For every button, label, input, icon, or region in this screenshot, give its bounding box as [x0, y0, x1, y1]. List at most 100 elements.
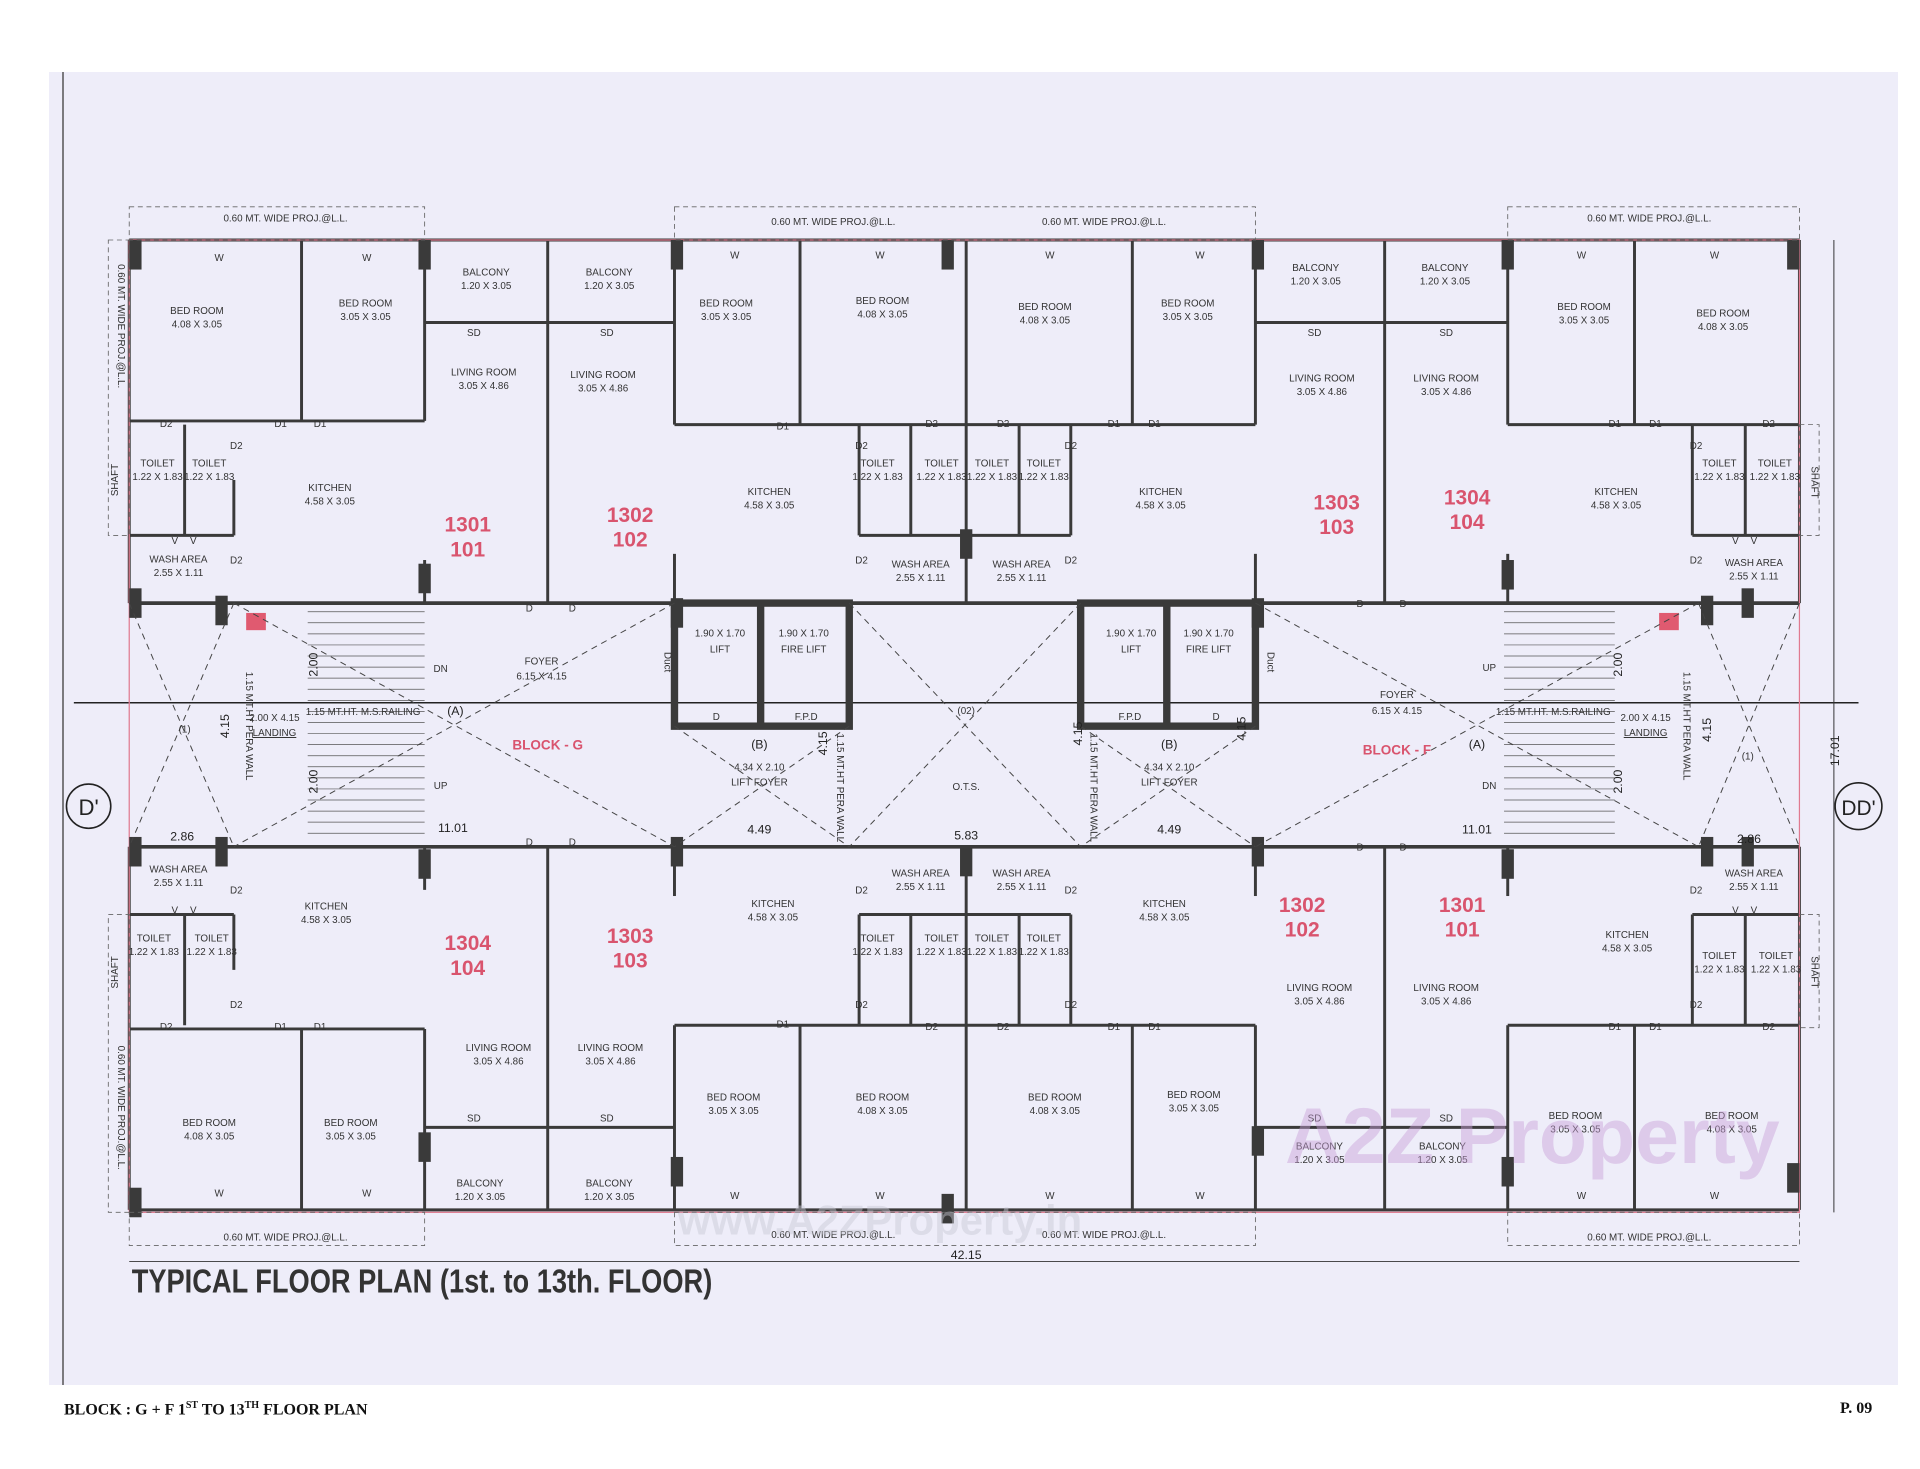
dim-4-15-stair-f: 4.15	[1700, 718, 1714, 742]
door-window-mark: D2	[1065, 1000, 1078, 1011]
door-window-mark: SD	[1308, 1113, 1322, 1124]
dashed-diagonal	[848, 602, 1081, 848]
room-name: WASH AREA	[892, 559, 951, 570]
door-window-mark: D2	[997, 1022, 1010, 1033]
room-size: 2.55 X 1.11	[1729, 572, 1779, 583]
projection-outline	[107, 914, 130, 1213]
column	[129, 588, 142, 618]
projection-label: 0.60 MT. WIDE PROJ.@L.L.	[771, 217, 895, 228]
room-name: LIVING ROOM	[1287, 983, 1353, 994]
door-window-mark: D	[569, 604, 576, 615]
unit-number: 1301	[1439, 894, 1486, 917]
unit-sub-number: 104	[1450, 511, 1485, 534]
projection-outline	[1507, 206, 1800, 241]
unit-number: 1303	[1313, 492, 1360, 515]
projection-outline	[128, 1211, 426, 1247]
room-name: BED ROOM	[1028, 1092, 1082, 1103]
room-name: LIVING ROOM	[466, 1043, 532, 1054]
projection-label: 0.60 MT. WIDE PROJ.@L.L.	[223, 214, 347, 225]
lift-door-f: D	[1212, 712, 1219, 723]
room-size: 4.58 X 3.05	[1136, 500, 1187, 511]
dim-17-01: 17.01	[1828, 735, 1842, 766]
room-size: 4.58 X 3.05	[748, 913, 799, 924]
stair-box-tag-f: (1)	[1742, 751, 1754, 762]
column	[418, 1132, 431, 1162]
column	[960, 529, 973, 559]
column	[418, 240, 431, 270]
room-size: 1.20 X 3.05	[584, 281, 635, 292]
room-size: 3.05 X 4.86	[578, 383, 629, 394]
room-size: 2.55 X 1.11	[997, 882, 1047, 893]
room-size: 4.58 X 3.05	[1139, 913, 1190, 924]
footer-text-b: TO 13	[198, 1401, 245, 1419]
room-name: WASH AREA	[1725, 868, 1784, 879]
dim-4-15-core-g: 4.15	[816, 731, 830, 755]
door-window-mark: D2	[1065, 886, 1078, 897]
column	[941, 240, 954, 270]
room-size: 3.05 X 4.86	[1421, 387, 1472, 398]
room-size: 1.22 X 1.83	[1750, 472, 1801, 483]
column	[1501, 240, 1514, 270]
room-size: 2.55 X 1.11	[154, 568, 204, 579]
projection-outline	[107, 239, 130, 536]
unit-number: 1301	[444, 514, 491, 537]
door-window-mark: D2	[230, 556, 243, 567]
column	[215, 836, 228, 867]
grid-marker-right-circle	[1834, 781, 1883, 831]
room-size: 3.05 X 3.05	[1169, 1103, 1220, 1114]
lift-size-f: 1.90 X 1.70	[1106, 628, 1157, 639]
ots-tag: (02)	[957, 706, 974, 717]
room-name: WASH AREA	[149, 865, 208, 876]
fire-hydrant-f	[1659, 612, 1679, 631]
door-window-mark: D1	[776, 422, 789, 433]
room-size: 3.05 X 4.86	[1294, 996, 1345, 1007]
room-size: 3.05 X 3.05	[701, 312, 752, 323]
door-window-mark: SD	[467, 328, 481, 339]
dim-2-86-g: 2.86	[170, 830, 194, 844]
dim-11-01-f: 11.01	[1462, 822, 1492, 836]
room-name: BALCONY	[1419, 1142, 1466, 1153]
dim-5-83: 5.83	[954, 828, 978, 842]
column	[1741, 836, 1754, 867]
room-name: BALCONY	[457, 1178, 504, 1189]
dim-4-15-core-f: 4.15	[1071, 721, 1085, 745]
door-window-mark: D2	[1762, 419, 1775, 430]
door-window-mark: D1	[1609, 1022, 1622, 1033]
door-window-mark: D2	[855, 556, 868, 567]
core-area: 1.90 X 1.70 LIFT 1.90 X 1.70 FIRE LIFT 1…	[65, 628, 1883, 1262]
room-size: 2.55 X 1.11	[896, 882, 946, 893]
door-window-mark: D2	[1690, 441, 1703, 452]
room-size: 4.58 X 3.05	[301, 915, 352, 926]
door-window-mark: D2	[855, 441, 868, 452]
room-size: 1.22 X 1.83	[967, 472, 1018, 483]
room-name: LIVING ROOM	[1413, 374, 1479, 385]
room-size: 2.55 X 1.11	[154, 878, 204, 889]
door-window-mark: V	[171, 905, 178, 916]
room-name: BED ROOM	[1705, 1111, 1759, 1122]
unit-number: 1304	[444, 932, 491, 955]
column	[1251, 240, 1265, 270]
room-name: KITCHEN	[1594, 487, 1637, 498]
column	[1741, 588, 1754, 618]
projection-outline	[128, 206, 426, 241]
room-size: 4.08 X 3.05	[857, 1106, 908, 1117]
column	[215, 595, 228, 626]
door-window-mark: D2	[230, 1000, 243, 1011]
room-name: LIVING ROOM	[1289, 374, 1355, 385]
door-window-mark: V	[1751, 536, 1758, 547]
room-size: 1.20 X 3.05	[1294, 1155, 1345, 1166]
room-name: BED ROOM	[856, 1092, 910, 1103]
room-name: TOILET	[860, 934, 894, 945]
room-name: TOILET	[195, 934, 229, 945]
door-window-mark: W	[1045, 250, 1055, 261]
room-name: TOILET	[1702, 458, 1736, 469]
paper-background	[49, 72, 1898, 1385]
room-name: KITCHEN	[748, 487, 791, 498]
room-size: 2.55 X 1.11	[896, 573, 946, 584]
pera-wall-label: 1.15 MT.HT PERA WALL	[1087, 733, 1098, 842]
room-name: BALCONY	[1421, 263, 1468, 274]
door-window-mark: D2	[1690, 886, 1703, 897]
grid-marker-right: DD'	[1841, 797, 1875, 820]
column	[670, 1156, 684, 1187]
room-name: KITCHEN	[751, 899, 794, 910]
